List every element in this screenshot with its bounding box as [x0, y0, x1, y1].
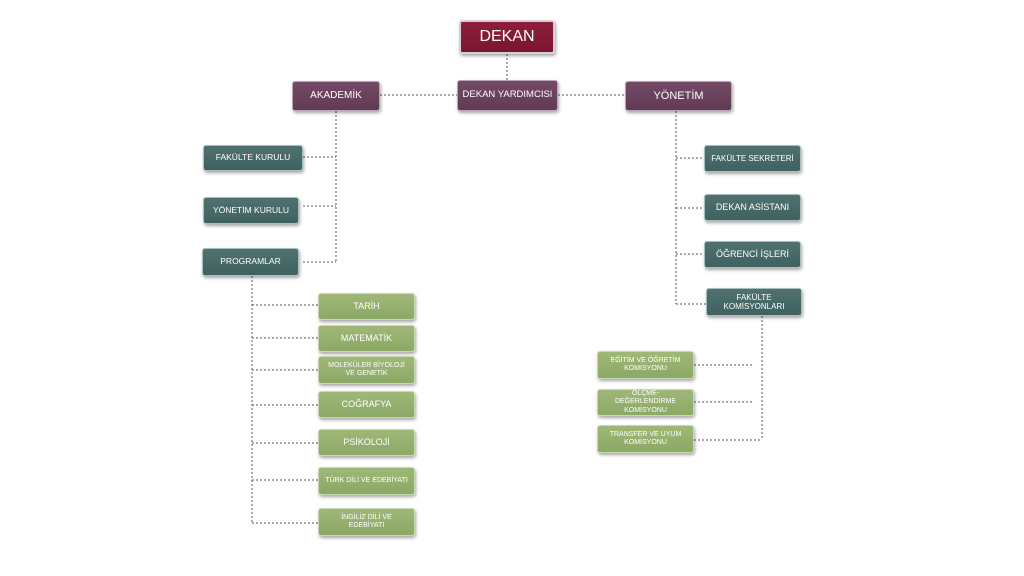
- dekan-asistani-box: DEKAN ASİSTANI: [704, 194, 801, 221]
- program-item: TÜRK DİLİ VE EDEBİYATI: [318, 467, 415, 495]
- dekan-asistani-label: DEKAN ASİSTANI: [715, 202, 790, 213]
- program-item: COĞRAFYA: [318, 391, 415, 418]
- dekan-label: DEKAN: [479, 27, 535, 45]
- programlar-box: PROGRAMLAR: [202, 248, 299, 276]
- komisyon-item: TRANSFER VE UYUM KOMİSYONU: [597, 425, 694, 453]
- komisyon-label: ÖLÇME-DEĞERLENDİRME KOMİSYONU: [614, 390, 677, 414]
- ogrenci-isleri-box: ÖĞRENCİ İŞLERİ: [704, 241, 801, 268]
- fakulte-komisyonlari-label: FAKÜLTE KOMİSYONLARI: [723, 292, 785, 311]
- yonetim-box: YÖNETİM: [625, 81, 732, 111]
- dekan-yardimcisi-label: DEKAN YARDIMCISI: [462, 89, 553, 101]
- akademik-box: AKADEMİK: [292, 81, 380, 111]
- yonetim-kurulu-label: YÖNETİM KURULU: [212, 204, 290, 215]
- fakulte-komisyonlari-box: FAKÜLTE KOMİSYONLARI: [706, 288, 802, 316]
- program-item: İNGİLİZ DİLİ VE EDEBİYATI: [318, 508, 415, 536]
- fakulte-sekreteri-box: FAKÜLTE SEKRETERİ: [704, 145, 801, 172]
- programlar-label: PROGRAMLAR: [220, 256, 281, 267]
- program-item: MATEMATİK: [318, 325, 415, 352]
- komisyon-label: TRANSFER VE UYUM KOMİSYONU: [609, 430, 682, 446]
- program-label: MATEMATİK: [340, 333, 393, 344]
- komisyon-item: EĞİTİM VE ÖĞRETİM KOMİSYONU: [597, 351, 694, 379]
- program-label: TARİH: [353, 301, 380, 312]
- program-label: MOLEKÜLER BİYOLOJİ VE GENETİK: [328, 361, 405, 377]
- yonetim-label: YÖNETİM: [653, 89, 704, 102]
- dekan-box: DEKAN: [459, 20, 555, 54]
- program-item: MOLEKÜLER BİYOLOJİ VE GENETİK: [318, 356, 415, 384]
- akademik-label: AKADEMİK: [310, 90, 362, 102]
- program-item: PSİKOLOJİ: [318, 429, 415, 456]
- komisyon-label: EĞİTİM VE ÖĞRETİM KOMİSYONU: [610, 356, 681, 372]
- fakulte-sekreteri-label: FAKÜLTE SEKRETERİ: [711, 153, 794, 163]
- yonetim-kurulu-box: YÖNETİM KURULU: [203, 197, 299, 224]
- program-label: COĞRAFYA: [341, 399, 392, 410]
- fakulte-kurulu-box: FAKÜLTE KURULU: [203, 145, 303, 171]
- program-item: TARİH: [318, 293, 415, 320]
- fakulte-kurulu-label: FAKÜLTE KURULU: [215, 152, 291, 163]
- program-label: İNGİLİZ DİLİ VE EDEBİYATI: [341, 513, 392, 529]
- program-label: TÜRK DİLİ VE EDEBİYATI: [325, 476, 408, 484]
- komisyon-item: ÖLÇME-DEĞERLENDİRME KOMİSYONU: [597, 389, 694, 416]
- program-label: PSİKOLOJİ: [343, 437, 390, 448]
- ogrenci-isleri-label: ÖĞRENCİ İŞLERİ: [715, 249, 789, 260]
- dekan-yardimcisi-box: DEKAN YARDIMCISI: [457, 80, 558, 111]
